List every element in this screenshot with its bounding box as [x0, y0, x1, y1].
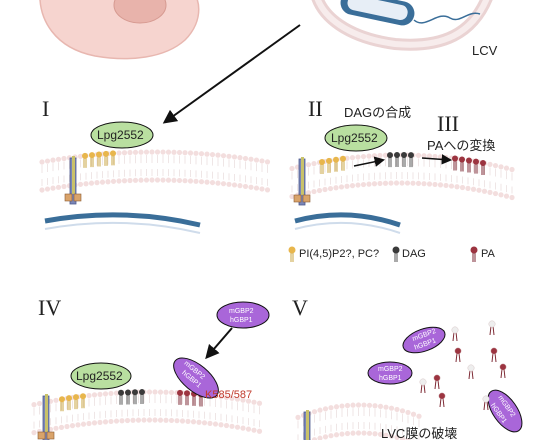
gbp-arrow [207, 328, 232, 357]
pa-conversion-label: PAへの変換 [427, 139, 495, 152]
membrane-rupture-label: LVC膜の破壊 [381, 427, 457, 440]
membrane-panel-i [39, 149, 270, 233]
gbp-label-mgbp2: mGBP2 [229, 308, 254, 315]
v-gbp2-label-1: mGBP2 [378, 366, 403, 373]
legend-pa-label: PA [481, 249, 495, 260]
legend-pip2-icon [289, 247, 296, 263]
panel-v-label: V [292, 297, 308, 319]
v-gbp2-label-2: hGBP1 [379, 375, 402, 382]
panel-ii-label: II [308, 98, 323, 120]
legend-dag-icon [393, 247, 400, 263]
lpg-label-i: Lpg2552 [97, 129, 144, 141]
lcv-label: LCV [472, 44, 497, 57]
panel-iii-label: III [437, 113, 459, 135]
gbp-free-iv [217, 302, 269, 328]
host-cell [40, 0, 199, 59]
legend-dag-label: DAG [402, 249, 426, 260]
panel-iv-label: IV [38, 297, 61, 319]
gbp-label-hgbp1: hGBP1 [230, 317, 253, 324]
lpg-label-ii: Lpg2552 [331, 132, 378, 144]
bacterium [338, 0, 480, 28]
lpg-label-iv: Lpg2552 [76, 370, 123, 382]
membrane-panel-ii [289, 152, 514, 233]
legend-pa-icon [471, 247, 478, 263]
panel-i-label: I [42, 98, 49, 120]
legend-pip2-label: PI(4,5)P2?, PC? [299, 249, 379, 260]
lysine-label: K585/587 [205, 390, 252, 401]
lcv-vacuole [315, 0, 490, 45]
dag-synthesis-label: DAGの合成 [344, 106, 411, 119]
